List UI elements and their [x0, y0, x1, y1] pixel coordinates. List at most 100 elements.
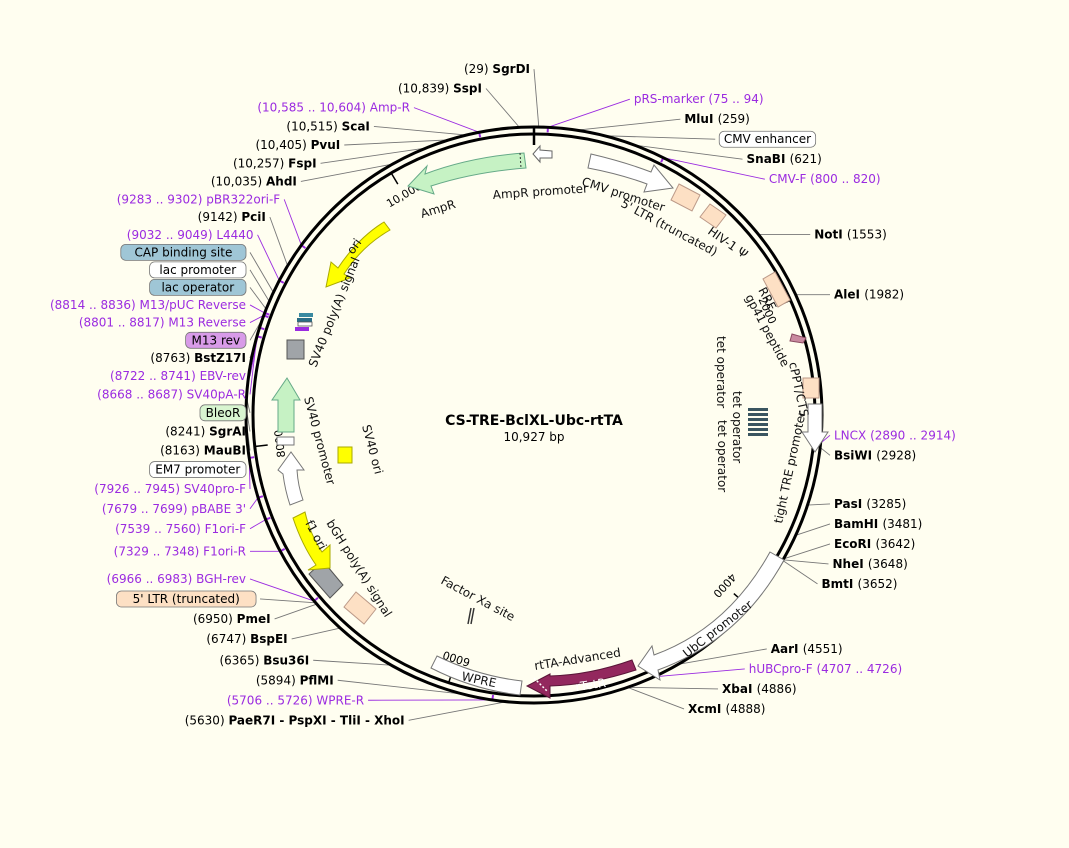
primer-label[interactable]: hUBCpro-F (4707 .. 4726) [749, 662, 902, 676]
feature-cap-site-mark[interactable] [299, 313, 313, 317]
restriction-site-label[interactable]: (5630) PaeR7I - PspXI - TliI - XhoI [185, 713, 405, 727]
feature-factor-xa-site[interactable] [467, 607, 475, 625]
site-name: PciI [241, 210, 266, 224]
restriction-site-label[interactable]: (10,839) SspI [398, 82, 482, 96]
leader-line [819, 447, 831, 456]
restriction-site-label[interactable]: (6365) Bsu36I [219, 653, 309, 667]
feature-cmv-promoter-arrow[interactable] [587, 153, 674, 193]
primer-range: (7329 .. 7348) [114, 544, 204, 558]
restriction-site-label[interactable]: (10,405) PvuI [255, 138, 340, 152]
feature-ampr-promoter-arrow[interactable] [532, 144, 553, 164]
feature-lac-promoter-mark[interactable] [297, 321, 313, 327]
site-name: PflMI [300, 673, 334, 687]
primer-label[interactable]: (9283 .. 9302) pBR322ori-F [117, 192, 281, 206]
restriction-site-label[interactable]: NotI (1553) [814, 227, 887, 241]
restriction-site-label[interactable]: MluI (259) [684, 112, 750, 126]
feature-grey-block-upper[interactable] [286, 339, 305, 360]
site-position: (2928) [876, 448, 916, 462]
restriction-site-label[interactable]: NheI (3648) [832, 557, 907, 571]
restriction-site-label[interactable]: XcmI (4888) [688, 702, 765, 716]
feature-cppt-block[interactable] [802, 377, 820, 399]
leader-line [604, 135, 716, 140]
primer-label[interactable]: (8801 .. 8817) M13 Reverse [79, 316, 246, 330]
feature-f1-ori-arrow[interactable] [292, 511, 331, 571]
feature-ori-arrow[interactable] [325, 221, 391, 288]
restriction-site-label[interactable]: (10,515) ScaI [286, 119, 370, 133]
restriction-site-label[interactable]: (8163) MauBI [160, 443, 246, 457]
restriction-site-label[interactable]: BamHI (3481) [834, 517, 922, 531]
restriction-site-label[interactable]: (6950) PmeI [193, 612, 271, 626]
restriction-site-label[interactable]: BsiWI (2928) [834, 448, 916, 462]
feature-label[interactable]: CAP binding site [134, 245, 232, 259]
feature-gp41-marker[interactable] [789, 333, 807, 344]
feature-label[interactable]: lac promoter [159, 263, 236, 277]
feature-label-box [120, 243, 247, 261]
site-position: (1553) [847, 227, 887, 241]
rtetr-hatch [533, 677, 549, 693]
feature-small-white-block[interactable] [276, 436, 295, 446]
primer-label[interactable]: (8722 .. 8741) EBV-rev [110, 369, 246, 383]
feature-5ltr-block[interactable] [670, 183, 701, 212]
primer-label[interactable]: (7329 .. 7348) F1ori-R [114, 544, 246, 558]
feature-ampr-arrow[interactable] [407, 152, 527, 195]
primer-label[interactable]: (7539 .. 7560) F1ori-F [115, 522, 246, 536]
restriction-site-label[interactable]: (10,257) FspI [233, 156, 317, 170]
feature-tight-tre-arrow[interactable] [801, 403, 829, 453]
restriction-site-label[interactable]: (5894) PflMI [256, 673, 334, 687]
primer-label[interactable]: (6966 .. 6983) BGH-rev [107, 572, 246, 586]
feature-tet-operator-stripes[interactable] [748, 408, 768, 436]
restriction-site-label[interactable]: AarI (4551) [771, 642, 843, 656]
primer-label[interactable]: (5706 .. 5726) WPRE-R [227, 693, 364, 707]
restriction-site-label[interactable]: AleI (1982) [834, 288, 904, 302]
restriction-site-label[interactable]: (8763) BstZ17I [150, 351, 246, 365]
primer-label[interactable]: (8668 .. 8687) SV40pA-R [97, 387, 246, 401]
site-name: BspEI [250, 632, 288, 646]
feature-label[interactable]: EM7 promoter [155, 463, 240, 477]
restriction-site-label[interactable]: SnaBI (621) [747, 152, 822, 166]
restriction-site-label[interactable]: (8241) SgrAI [165, 424, 246, 438]
primer-label[interactable]: (7679 .. 7699) pBABE 3' [102, 502, 246, 516]
feature-bgh-polya-block[interactable] [343, 591, 377, 625]
primer-label[interactable]: (7926 .. 7945) SV40pro-F [94, 482, 246, 496]
restriction-site-label[interactable]: BmtI (3652) [822, 577, 898, 591]
leader-line [249, 578, 315, 602]
restriction-site-label[interactable]: PasI (3285) [834, 497, 906, 511]
feature-label-box [149, 461, 247, 478]
feature-lac-operator-mark[interactable] [297, 318, 312, 322]
primer-label[interactable]: pRS-marker (75 .. 94) [634, 92, 764, 106]
restriction-site-label[interactable]: XbaI (4886) [722, 682, 797, 696]
restriction-site-label[interactable]: EcoRI (3642) [834, 537, 915, 551]
feature-label[interactable]: M13 rev [192, 333, 241, 347]
primer-range: (6966 .. 6983) [107, 572, 197, 586]
leader-line [269, 216, 289, 266]
primer-range: (8814 .. 8836) [50, 298, 140, 312]
primer-label[interactable]: (8814 .. 8836) M13/pUC Reverse [50, 298, 246, 312]
feature-sv40-promoter-arrow[interactable] [277, 451, 305, 506]
restriction-site-label[interactable]: (6747) BspEI [206, 632, 287, 646]
feature-wpre-box[interactable] [430, 655, 523, 696]
restriction-site-label[interactable]: (10,035) AhdI [211, 174, 297, 188]
primer-name: L4440 [216, 228, 253, 242]
feature-label[interactable]: BleoR [206, 406, 241, 420]
primer-label[interactable]: LNCX (2890 .. 2914) [834, 428, 956, 442]
feature-label[interactable]: 5' LTR (truncated) [133, 592, 240, 606]
feature-label[interactable]: CMV enhancer [724, 132, 811, 146]
feature-sv40-ori-square[interactable] [337, 446, 353, 464]
restriction-site-label[interactable]: (9142) PciI [198, 210, 266, 224]
primer-name: F1ori-F [205, 522, 246, 536]
primer-label[interactable]: (9032 .. 9049) L4440 [127, 228, 254, 242]
site-name: AarI [771, 642, 803, 656]
primer-range: (10,585 .. 10,604) [257, 101, 369, 115]
primer-label[interactable]: CMV-F (800 .. 820) [769, 172, 881, 186]
feature-bleor-arrow[interactable] [271, 377, 301, 433]
feature-ubc-promoter-arrow[interactable] [637, 551, 785, 682]
primer-range: (8668 .. 8687) [97, 387, 187, 401]
feature-hiv1-psi-block[interactable] [699, 203, 727, 229]
feature-m13-rev-mark[interactable] [295, 327, 309, 331]
primer-label[interactable]: (10,585 .. 10,604) Amp-R [257, 101, 410, 115]
feature-rtetr-arrow[interactable] [525, 659, 637, 699]
plasmid-name: CS-TRE-BclXL-Ubc-rtTA [445, 413, 623, 429]
restriction-site-label[interactable]: (29) SgrDI [464, 62, 530, 76]
feature-rre-block[interactable] [762, 271, 791, 308]
feature-label[interactable]: lac operator [161, 280, 234, 294]
